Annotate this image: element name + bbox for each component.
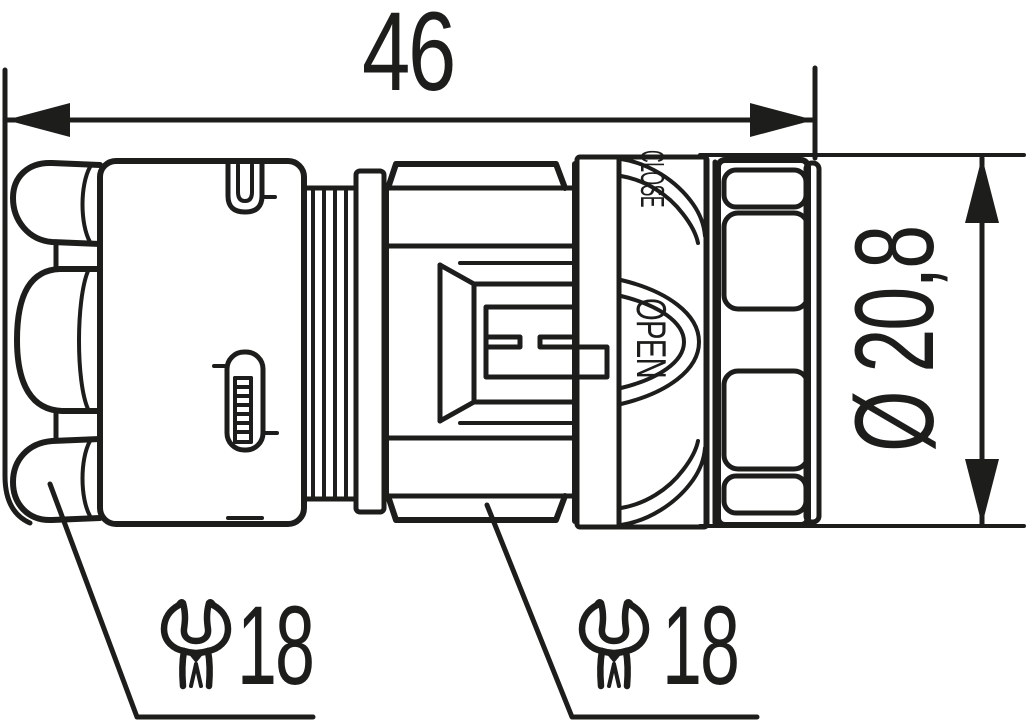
cable-gland — [10, 159, 103, 524]
wrench-size-value: 18 — [662, 583, 738, 708]
arrow-up-icon — [965, 157, 999, 223]
dimension-length-value: 46 — [362, 0, 454, 114]
open-marking: OPEN — [628, 298, 675, 378]
spacer-ring — [353, 168, 387, 515]
housing — [97, 158, 307, 527]
top-clip — [225, 161, 277, 215]
nut-end-face — [803, 160, 822, 525]
wrench-size-value: 18 — [237, 583, 313, 708]
leader-line — [47, 481, 316, 720]
raised-block — [437, 261, 579, 425]
wrench-icon — [160, 599, 232, 690]
locking-groove — [483, 304, 610, 380]
connector-body: CLOSE OPEN — [2, 67, 822, 530]
arrow-right-icon — [750, 103, 814, 137]
close-marking: CLOSE — [634, 150, 671, 207]
leader-line — [484, 502, 760, 720]
dimension-diameter: Ø 20,8 — [698, 153, 1026, 528]
dimension-diameter-value: Ø 20,8 — [832, 227, 957, 452]
wrench-callout-2: 18 — [484, 502, 760, 720]
arrow-left-icon — [6, 103, 70, 137]
nut-facets — [721, 167, 811, 516]
dimension-length: 46 — [3, 0, 818, 161]
ribbed-section — [301, 168, 387, 515]
middle-latch — [212, 349, 279, 453]
wrench-icon — [578, 599, 650, 690]
coupling-body — [383, 161, 610, 524]
close-open-sleeve: CLOSE OPEN — [574, 150, 710, 530]
coupling-nut — [703, 156, 822, 529]
arrow-down-icon — [965, 459, 999, 525]
left-outline — [2, 67, 33, 526]
wrench-callout-1: 18 — [47, 481, 316, 720]
